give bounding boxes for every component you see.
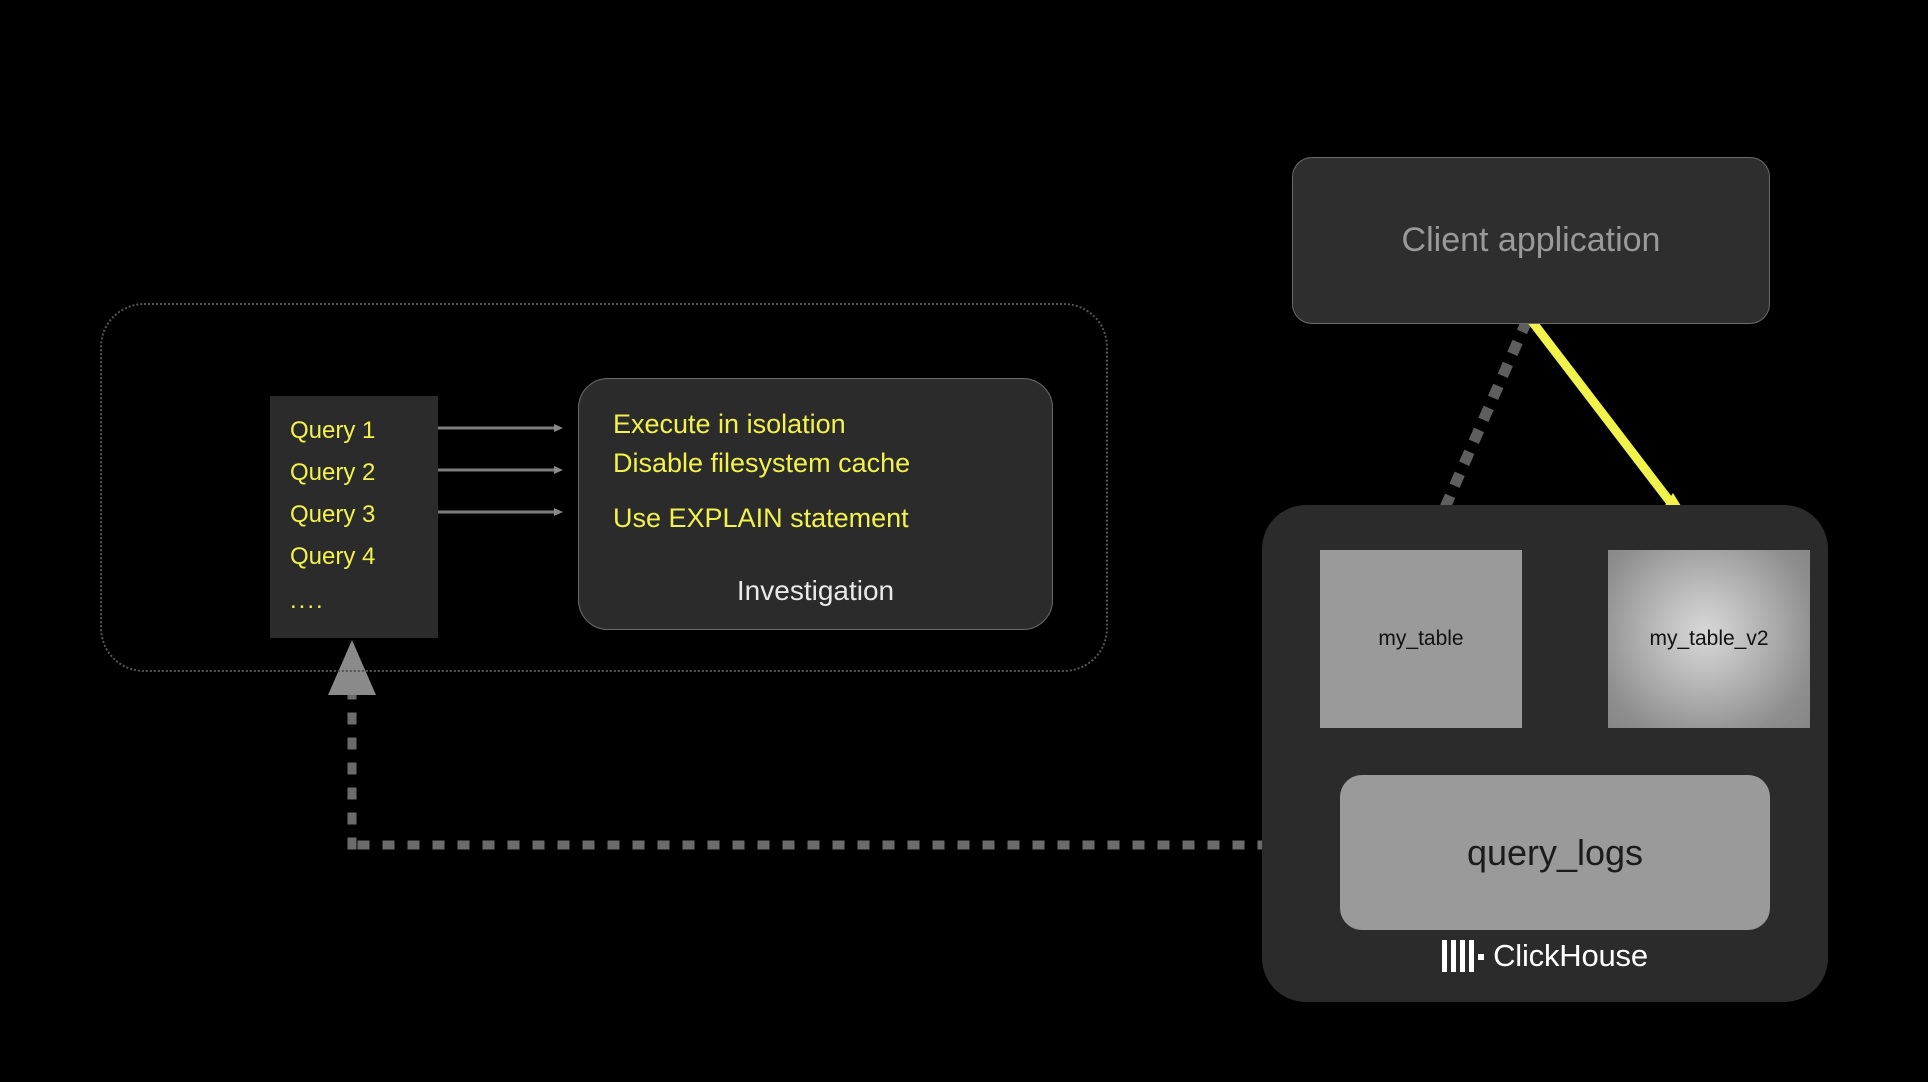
list-item: Query 4 (290, 543, 376, 570)
investigation-tip: Disable filesystem cache (613, 448, 911, 478)
query-logs-box: query_logs (1340, 775, 1770, 930)
spacer (613, 483, 1013, 499)
query-list-panel: Query 1 Query 2 Query 3 Query 4 .... (270, 396, 438, 638)
table-label: my_table_v2 (1649, 627, 1769, 650)
clickhouse-logo: ClickHouse (1262, 938, 1828, 974)
list-item: Query 3 (290, 501, 376, 528)
investigation-group-container (100, 303, 1108, 672)
investigation-tips: Execute in isolation Disable filesystem … (613, 405, 1013, 538)
clickhouse-bars-icon (1442, 940, 1485, 972)
investigation-tip: Execute in isolation (613, 409, 846, 439)
list-item: Query 1 (290, 417, 376, 444)
list-item: Query 2 (290, 459, 376, 486)
list-item-more: .... (290, 587, 325, 614)
table-box-my-table-v2: my_table_v2 (1608, 550, 1810, 728)
investigation-caption: Investigation (736, 575, 895, 606)
clickhouse-wordmark: ClickHouse (1493, 938, 1648, 973)
clickhouse-panel: my_table my_table_v2 query_logs ClickHou… (1262, 505, 1828, 1002)
client-application-box: Client application (1292, 157, 1770, 324)
client-application-label: Client application (1401, 221, 1661, 259)
query-logs-label: query_logs (1466, 831, 1644, 873)
table-box-my-table: my_table (1320, 550, 1522, 728)
investigation-tip: Use EXPLAIN statement (613, 503, 909, 533)
table-label: my_table (1378, 627, 1464, 650)
investigation-panel: Execute in isolation Disable filesystem … (578, 378, 1053, 630)
